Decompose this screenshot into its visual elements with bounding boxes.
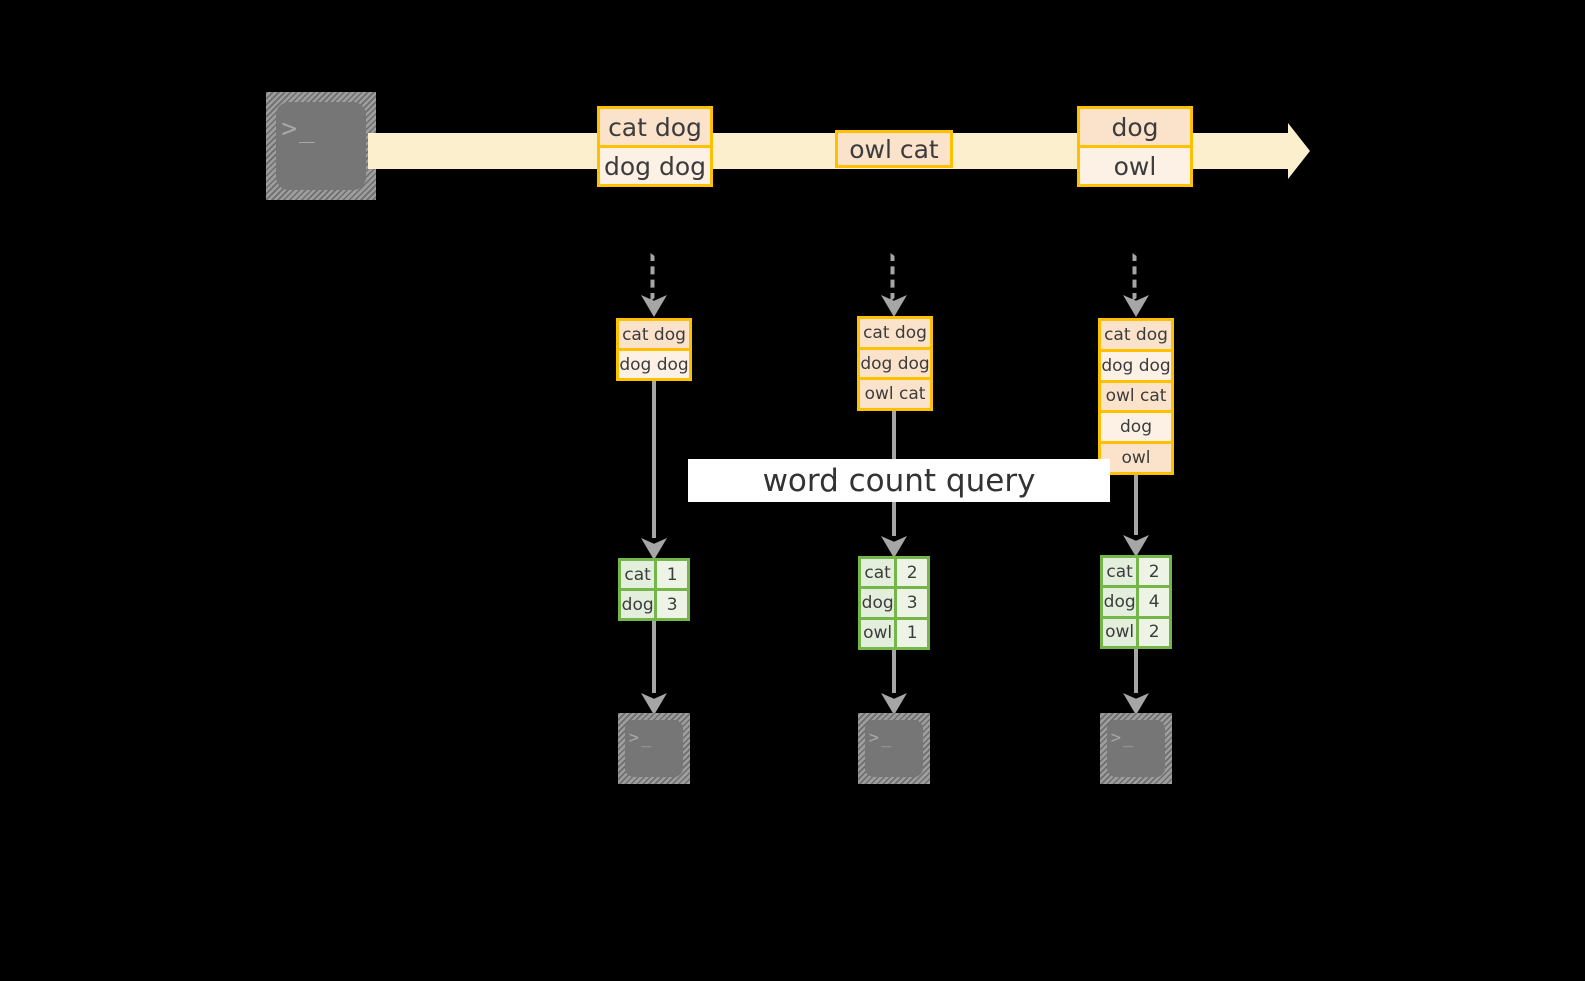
snapshot-1-sink-terminal-screen bbox=[625, 720, 683, 777]
snapshot-2-row-2-word: dog bbox=[861, 589, 898, 617]
snapshot-2-sink-arrow-shaft bbox=[892, 650, 896, 693]
snapshot-3-sink-arrow-shaft bbox=[1134, 649, 1138, 693]
snapshot-1-ingest-arrow-shaft bbox=[650, 253, 658, 301]
snapshot-2-row-1-count: 2 bbox=[897, 559, 927, 587]
snapshot-2-input-line-1: cat dog bbox=[860, 319, 930, 347]
snapshot-3-row-2-word: dog bbox=[1103, 588, 1140, 616]
snapshot-3-sink-arrow-head bbox=[1123, 693, 1149, 715]
snapshot-3-query-arrow bbox=[1110, 475, 1162, 557]
source-terminal-screen bbox=[276, 102, 366, 190]
snapshot-1-row-1-word: cat bbox=[621, 561, 658, 588]
snapshot-3-input-line-1: cat dog bbox=[1101, 321, 1171, 349]
snapshot-1-input-buffer: cat dog dog dog bbox=[616, 318, 692, 381]
table-row: cat 2 bbox=[1103, 558, 1169, 586]
snapshot-3-sink-terminal-screen bbox=[1107, 720, 1165, 777]
snapshot-1-input-line-2: dog dog bbox=[619, 348, 689, 378]
snapshot-2-ingest-arrow bbox=[868, 253, 920, 317]
snapshot-3-input-line-2: dog dog bbox=[1101, 348, 1171, 380]
snapshot-2-result-table: cat 2 dog 3 owl 1 bbox=[858, 556, 930, 650]
snapshot-1-query-arrow-shaft bbox=[652, 381, 656, 538]
snapshot-3-row-3-word: owl bbox=[1103, 618, 1140, 646]
snapshot-2-sink-arrow-head bbox=[881, 693, 907, 715]
snapshot-3-ingest-arrow-shaft bbox=[1132, 253, 1140, 301]
source-terminal-prompt: >_ bbox=[281, 113, 317, 144]
stream-record-3-line-2: owl bbox=[1080, 145, 1190, 184]
snapshot-3-input-line-4: dog bbox=[1101, 410, 1171, 442]
snapshot-1-query-arrow-head bbox=[641, 538, 667, 560]
snapshot-3-query-arrow-shaft bbox=[1134, 475, 1138, 535]
input-stream-arrowhead bbox=[1288, 123, 1310, 179]
stream-record-3: dog owl bbox=[1077, 106, 1193, 187]
table-row: dog 3 bbox=[621, 588, 687, 618]
snapshot-2-input-buffer: cat dog dog dog owl cat bbox=[857, 316, 933, 411]
snapshot-2-row-3-word: owl bbox=[861, 619, 898, 647]
table-row: cat 2 bbox=[861, 559, 927, 587]
snapshot-1-sink-arrow bbox=[628, 621, 680, 715]
snapshot-1-sink-terminal-prompt: >_ bbox=[628, 728, 654, 749]
table-row: owl 2 bbox=[1103, 615, 1169, 646]
snapshot-1-sink-arrow-head bbox=[641, 693, 667, 715]
snapshot-1-row-1-count: 1 bbox=[657, 561, 687, 588]
snapshot-2-row-2-count: 3 bbox=[897, 589, 927, 617]
table-row: dog 4 bbox=[1103, 585, 1169, 616]
snapshot-3-ingest-arrow bbox=[1110, 253, 1162, 317]
snapshot-3-input-line-3: owl cat bbox=[1101, 379, 1171, 411]
snapshot-3-row-1-word: cat bbox=[1103, 558, 1140, 586]
snapshot-1-sink-arrow-shaft bbox=[652, 621, 656, 693]
snapshot-2-row-3-count: 1 bbox=[897, 619, 927, 647]
stream-record-2: owl cat bbox=[835, 130, 953, 168]
snapshot-3-row-2-count: 4 bbox=[1139, 588, 1169, 616]
snapshot-1-row-2-word: dog bbox=[621, 591, 658, 618]
snapshot-3-input-line-5: owl bbox=[1101, 441, 1171, 472]
snapshot-1-query-arrow bbox=[628, 381, 680, 560]
snapshot-2-input-line-3: owl cat bbox=[860, 377, 930, 409]
snapshot-3-sink-terminal-prompt: >_ bbox=[1110, 728, 1136, 749]
snapshot-3-input-buffer: cat dog dog dog owl cat dog owl bbox=[1098, 318, 1174, 475]
snapshot-1-result-table: cat 1 dog 3 bbox=[618, 558, 690, 621]
snapshot-2-sink-terminal-prompt: >_ bbox=[868, 728, 894, 749]
snapshot-3-sink-terminal-icon: >_ bbox=[1100, 713, 1172, 784]
source-terminal-icon: >_ bbox=[266, 92, 376, 200]
snapshot-2-input-line-2: dog dog bbox=[860, 346, 930, 378]
snapshot-3-query-arrow-head bbox=[1123, 535, 1149, 557]
snapshot-3-result-table: cat 2 dog 4 owl 2 bbox=[1100, 555, 1172, 649]
snapshot-3-row-1-count: 2 bbox=[1139, 558, 1169, 586]
table-row: cat 1 bbox=[621, 561, 687, 588]
stream-record-3-line-1: dog bbox=[1080, 109, 1190, 145]
snapshot-2-ingest-arrow-shaft bbox=[890, 253, 898, 301]
snapshot-2-sink-terminal-screen bbox=[865, 720, 923, 777]
query-label: word count query bbox=[688, 459, 1110, 502]
stream-record-1-line-2: dog dog bbox=[600, 145, 710, 184]
snapshot-1-ingest-arrow bbox=[628, 253, 680, 317]
snapshot-3-sink-arrow bbox=[1110, 649, 1162, 715]
stream-record-1-line-1: cat dog bbox=[600, 109, 710, 145]
table-row: owl 1 bbox=[861, 616, 927, 647]
table-row: dog 3 bbox=[861, 586, 927, 617]
snapshot-2-row-1-word: cat bbox=[861, 559, 898, 587]
snapshot-2-sink-arrow bbox=[868, 650, 920, 715]
snapshot-2-sink-terminal-icon: >_ bbox=[858, 713, 930, 784]
stream-record-2-line-1: owl cat bbox=[838, 133, 950, 165]
stream-record-1: cat dog dog dog bbox=[597, 106, 713, 187]
snapshot-3-row-3-count: 2 bbox=[1139, 618, 1169, 646]
snapshot-1-sink-terminal-icon: >_ bbox=[618, 713, 690, 784]
snapshot-1-row-2-count: 3 bbox=[657, 591, 687, 618]
snapshot-1-input-line-1: cat dog bbox=[619, 321, 689, 348]
snapshot-2-query-arrow-head bbox=[881, 536, 907, 558]
